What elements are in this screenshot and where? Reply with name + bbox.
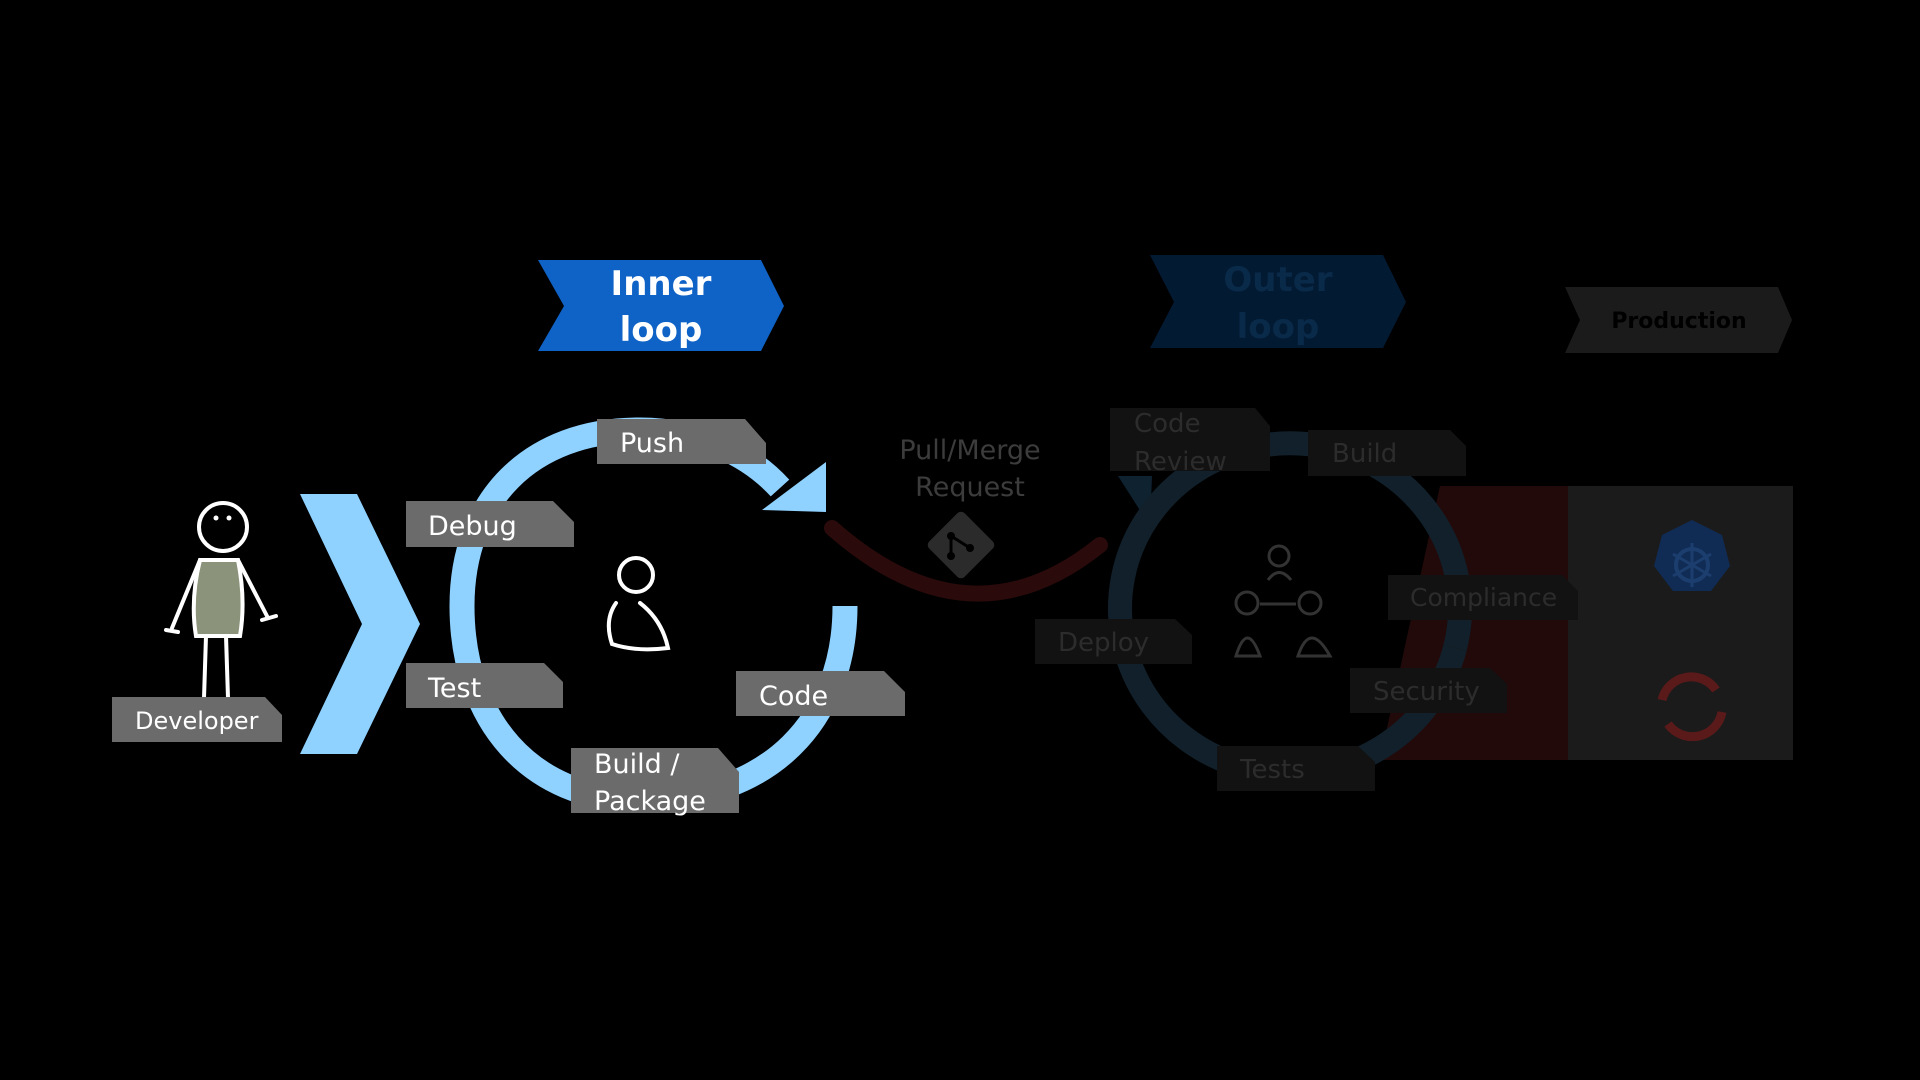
pull-request-label-line1: Pull/Merge xyxy=(899,435,1040,466)
developer-tag: Developer xyxy=(112,697,282,742)
outer-loop-title-line2: loop xyxy=(1237,307,1320,347)
git-merge-icon xyxy=(927,511,995,579)
outer-step-build-label: Build xyxy=(1332,439,1397,469)
inner-step-test-label: Test xyxy=(427,673,481,704)
inner-step-debug-label: Debug xyxy=(428,511,517,542)
outer-step-code-review-line2: Review xyxy=(1134,447,1227,477)
inner-step-push-label: Push xyxy=(620,428,684,459)
outer-loop-header: Outer loop xyxy=(1150,255,1406,348)
outer-step-tests-label: Tests xyxy=(1239,755,1305,785)
outer-step-compliance-label: Compliance xyxy=(1410,583,1557,612)
outer-step-tests: Tests xyxy=(1217,746,1375,791)
outer-step-build: Build xyxy=(1308,430,1466,476)
chevron-right-icon xyxy=(300,494,420,754)
outer-step-deploy-label: Deploy xyxy=(1058,628,1149,658)
openshift-icon xyxy=(1657,672,1727,742)
inner-step-debug: Debug xyxy=(406,501,574,547)
outer-loop-title-line1: Outer xyxy=(1223,260,1332,300)
developer-eye-right xyxy=(226,515,232,521)
inner-step-build-line2: Package xyxy=(594,786,706,817)
production-title: Production xyxy=(1611,309,1746,334)
developer-eye-left xyxy=(213,515,219,521)
kubernetes-icon xyxy=(1654,520,1730,591)
production-header: Production xyxy=(1565,287,1792,353)
outer-step-compliance: Compliance xyxy=(1388,575,1578,620)
inner-step-build-package: Build / Package xyxy=(571,748,739,817)
pull-request-label-line2: Request xyxy=(915,472,1025,503)
team-icon xyxy=(1233,544,1333,658)
outer-step-security: Security xyxy=(1350,668,1507,713)
inner-step-build-line1: Build / xyxy=(594,749,680,780)
inner-step-test: Test xyxy=(406,663,563,708)
outer-step-security-label: Security xyxy=(1373,677,1480,707)
inner-loop-header: Inner loop xyxy=(538,260,784,351)
developer-label: Developer xyxy=(135,707,259,735)
developer-stick-figure xyxy=(164,501,278,700)
inner-loop-title-line1: Inner xyxy=(611,264,712,304)
inner-loop-title-line2: loop xyxy=(620,310,703,350)
outer-step-code-review-line1: Code xyxy=(1134,409,1201,439)
inner-step-push: Push xyxy=(597,419,766,464)
outer-step-deploy: Deploy xyxy=(1035,619,1192,664)
inner-step-code-label: Code xyxy=(759,681,828,712)
person-icon xyxy=(606,556,671,652)
inner-step-code: Code xyxy=(736,671,905,716)
outer-step-code-review: Code Review xyxy=(1110,408,1270,477)
